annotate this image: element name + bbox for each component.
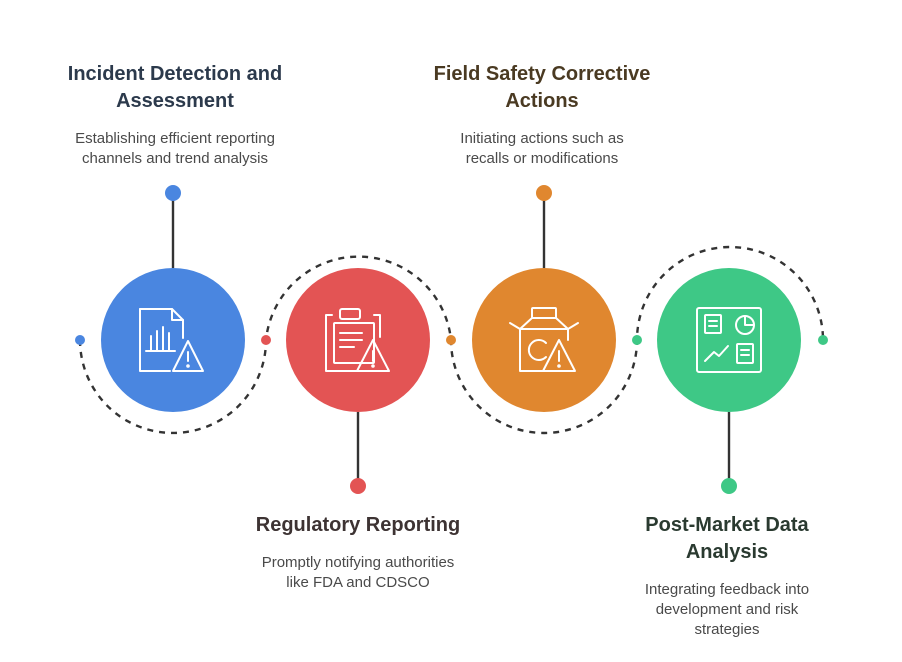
step-1-desc-line2: channels and trend analysis xyxy=(82,150,268,167)
step-3-title-line2: Actions xyxy=(505,90,579,112)
step-1-title-line2: Assessment xyxy=(116,90,234,112)
step-2-desc-line2: like FDA and CDSCO xyxy=(286,574,430,591)
stem-dot-1 xyxy=(165,185,181,201)
step-circle-4 xyxy=(657,268,801,412)
step-1-text: Incident Detection and Assessment Establ… xyxy=(30,61,320,169)
clipboard-warning-icon xyxy=(325,308,390,372)
junction-dot-3 xyxy=(446,335,456,345)
step-4-title-line1: Post-Market Data xyxy=(645,514,809,536)
step-4-desc-line1: Integrating feedback into xyxy=(644,581,810,598)
step-1-desc-line1: Establishing efficient reporting xyxy=(75,130,275,147)
step-2-desc-line1: Promptly notifying authorities xyxy=(261,554,455,571)
step-2-title: Regulatory Reporting xyxy=(208,512,508,539)
stem-dot-3 xyxy=(536,185,552,201)
stem-dot-2 xyxy=(350,478,366,494)
report-chart-warning-icon xyxy=(139,308,204,372)
step-3-description: Initiating actions such as recalls or mo… xyxy=(397,129,687,169)
step-1-title: Incident Detection and Assessment xyxy=(30,61,320,115)
product-recall-warning-icon xyxy=(509,307,579,372)
step-circle-3 xyxy=(472,268,616,412)
stem-dot-4 xyxy=(721,478,737,494)
step-3-title-line1: Field Safety Corrective xyxy=(433,63,651,85)
step-4-description: Integrating feedback into development an… xyxy=(582,580,872,640)
step-1-description: Establishing efficient reporting channel… xyxy=(30,129,320,169)
step-3-title: Field Safety Corrective Actions xyxy=(397,61,687,115)
step-3-desc-line1: Initiating actions such as xyxy=(460,130,624,147)
step-2-title-line1: Regulatory Reporting xyxy=(255,514,461,536)
junction-dot-4 xyxy=(632,335,642,345)
junction-dot-5 xyxy=(818,335,828,345)
step-4-title-line2: Analysis xyxy=(685,541,769,563)
dashboard-analytics-icon xyxy=(696,307,762,373)
junction-dot-2 xyxy=(261,335,271,345)
step-4-text: Post-Market Data Analysis Integrating fe… xyxy=(582,512,872,640)
junction-dot-1 xyxy=(75,335,85,345)
step-4-desc-line3: strategies xyxy=(694,621,760,638)
step-circle-1 xyxy=(101,268,245,412)
step-3-desc-line2: recalls or modifications xyxy=(465,150,619,167)
step-4-desc-line2: development and risk xyxy=(655,601,799,618)
step-2-description: Promptly notifying authorities like FDA … xyxy=(208,553,508,593)
step-1-title-line1: Incident Detection and xyxy=(67,63,283,85)
step-2-text: Regulatory Reporting Promptly notifying … xyxy=(208,512,508,593)
step-3-text: Field Safety Corrective Actions Initiati… xyxy=(397,61,687,169)
step-4-title: Post-Market Data Analysis xyxy=(582,512,872,566)
